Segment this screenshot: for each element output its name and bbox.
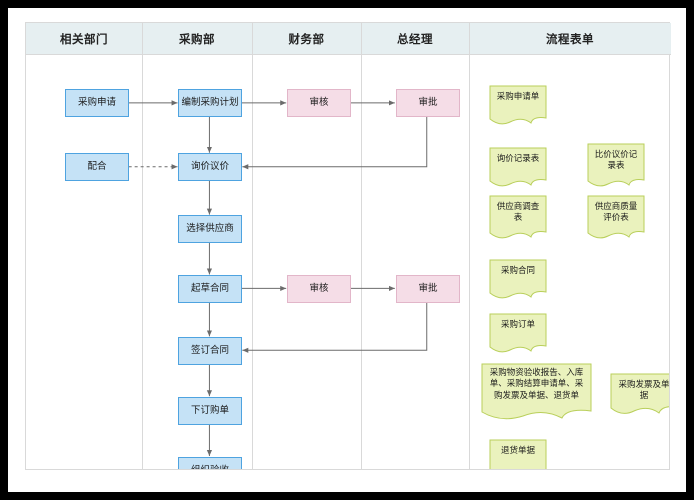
document-shape (489, 259, 547, 299)
document-label: 采购物资验收报告、入库单、采购结算申请单、采购发票及单据、退货单 (489, 368, 584, 401)
node-label: 询价议价 (190, 161, 229, 173)
node-cooperate[interactable]: 配合 (65, 153, 129, 181)
document-shape (489, 195, 547, 239)
doc-supplier-quality-form[interactable]: 供应商质量评价表 (587, 195, 645, 243)
document-shape (489, 439, 547, 469)
document-label: 供应商调查表 (496, 202, 540, 224)
node-place-purchase-order[interactable]: 下订购单 (178, 397, 242, 425)
node-approve-plan[interactable]: 审批 (396, 89, 460, 117)
document-shape (481, 363, 592, 420)
node-draft-contract[interactable]: 起草合同 (178, 275, 242, 303)
lane-header-label: 相关部门 (60, 31, 108, 46)
lane-header-forms: 流程表单 (469, 23, 671, 55)
connector-layer (128, 100, 428, 457)
document-label: 采购发票及单据 (618, 380, 669, 402)
node-label: 下订购单 (190, 405, 229, 417)
document-shape (610, 373, 669, 414)
node-organize-inspection[interactable]: 组织验收 (178, 457, 242, 469)
node-label: 选择供应商 (186, 223, 234, 235)
lane-header-label: 财务部 (288, 31, 325, 46)
doc-price-comparison-record[interactable]: 比价议价记录表 (587, 143, 645, 191)
lane-header-label: 流程表单 (546, 31, 594, 46)
lane-divider-4 (469, 23, 470, 469)
lane-divider-1 (142, 23, 143, 469)
lane-divider-2 (252, 23, 253, 469)
node-review-plan[interactable]: 审核 (287, 89, 351, 117)
doc-purchase-contract[interactable]: 采购合同 (489, 259, 547, 303)
node-label: 起草合同 (190, 283, 229, 295)
lane-header-label: 总经理 (397, 31, 433, 46)
doc-purchase-request-form[interactable]: 采购申请单 (489, 85, 547, 129)
node-label: 配合 (87, 161, 107, 173)
node-label: 组织验收 (191, 465, 229, 469)
lane-header-label: 采购部 (179, 31, 215, 46)
doc-purchase-order[interactable]: 采购订单 (489, 313, 547, 357)
node-label: 采购申请 (77, 97, 116, 109)
node-sign-contract[interactable]: 签订合同 (178, 337, 242, 365)
document-label: 供应商质量评价表 (594, 202, 638, 224)
node-label: 审批 (418, 97, 438, 109)
lane-header-finance: 财务部 (252, 23, 361, 55)
document-shape (587, 143, 645, 187)
lane-divider-3 (361, 23, 362, 469)
node-review-contract[interactable]: 审核 (287, 275, 351, 303)
node-label: 审核 (309, 97, 329, 109)
document-label: 采购合同 (500, 266, 535, 276)
node-label: 审批 (418, 283, 438, 295)
lane-header-gm: 总经理 (361, 23, 469, 55)
doc-supplier-survey-form[interactable]: 供应商调查表 (489, 195, 547, 243)
diagram-page: 相关部门 采购部 财务部 总经理 流程表单 (8, 8, 686, 492)
node-select-supplier[interactable]: 选择供应商 (178, 215, 242, 243)
doc-acceptance-bundle[interactable]: 采购物资验收报告、入库单、采购结算申请单、采购发票及单据、退货单 (481, 363, 592, 425)
node-make-purchase-plan[interactable]: 编制采购计划 (178, 89, 242, 117)
node-label: 签订合同 (190, 345, 229, 357)
node-purchase-request[interactable]: 采购申请 (65, 89, 129, 117)
lane-header-purchasing: 采购部 (142, 23, 252, 55)
document-label: 退货单据 (500, 446, 535, 456)
document-label: 询价记录表 (496, 154, 540, 164)
document-label: 比价议价记录表 (594, 150, 638, 172)
node-inquiry-negotiation[interactable]: 询价议价 (178, 153, 242, 181)
lane-header-related-dept: 相关部门 (26, 23, 142, 55)
swimlane-table: 相关部门 采购部 财务部 总经理 流程表单 (25, 22, 671, 470)
document-shape (587, 195, 645, 239)
node-approve-contract[interactable]: 审批 (396, 275, 460, 303)
document-shape (489, 313, 547, 353)
node-label: 编制采购计划 (181, 97, 239, 109)
document-shape (489, 85, 547, 125)
doc-inquiry-record-form[interactable]: 询价记录表 (489, 147, 547, 191)
document-label: 采购申请单 (496, 92, 540, 102)
document-label: 采购订单 (500, 320, 535, 330)
node-label: 审核 (309, 283, 329, 295)
doc-invoice-and-bills[interactable]: 采购发票及单据 (610, 373, 669, 419)
document-shape (489, 147, 547, 187)
flow-canvas: 采购申请 配合 编制采购计划 询价议价 选择供应商 起草合同 签订合同 下订购 (26, 55, 669, 469)
doc-return-bill[interactable]: 退货单据 (489, 439, 547, 469)
